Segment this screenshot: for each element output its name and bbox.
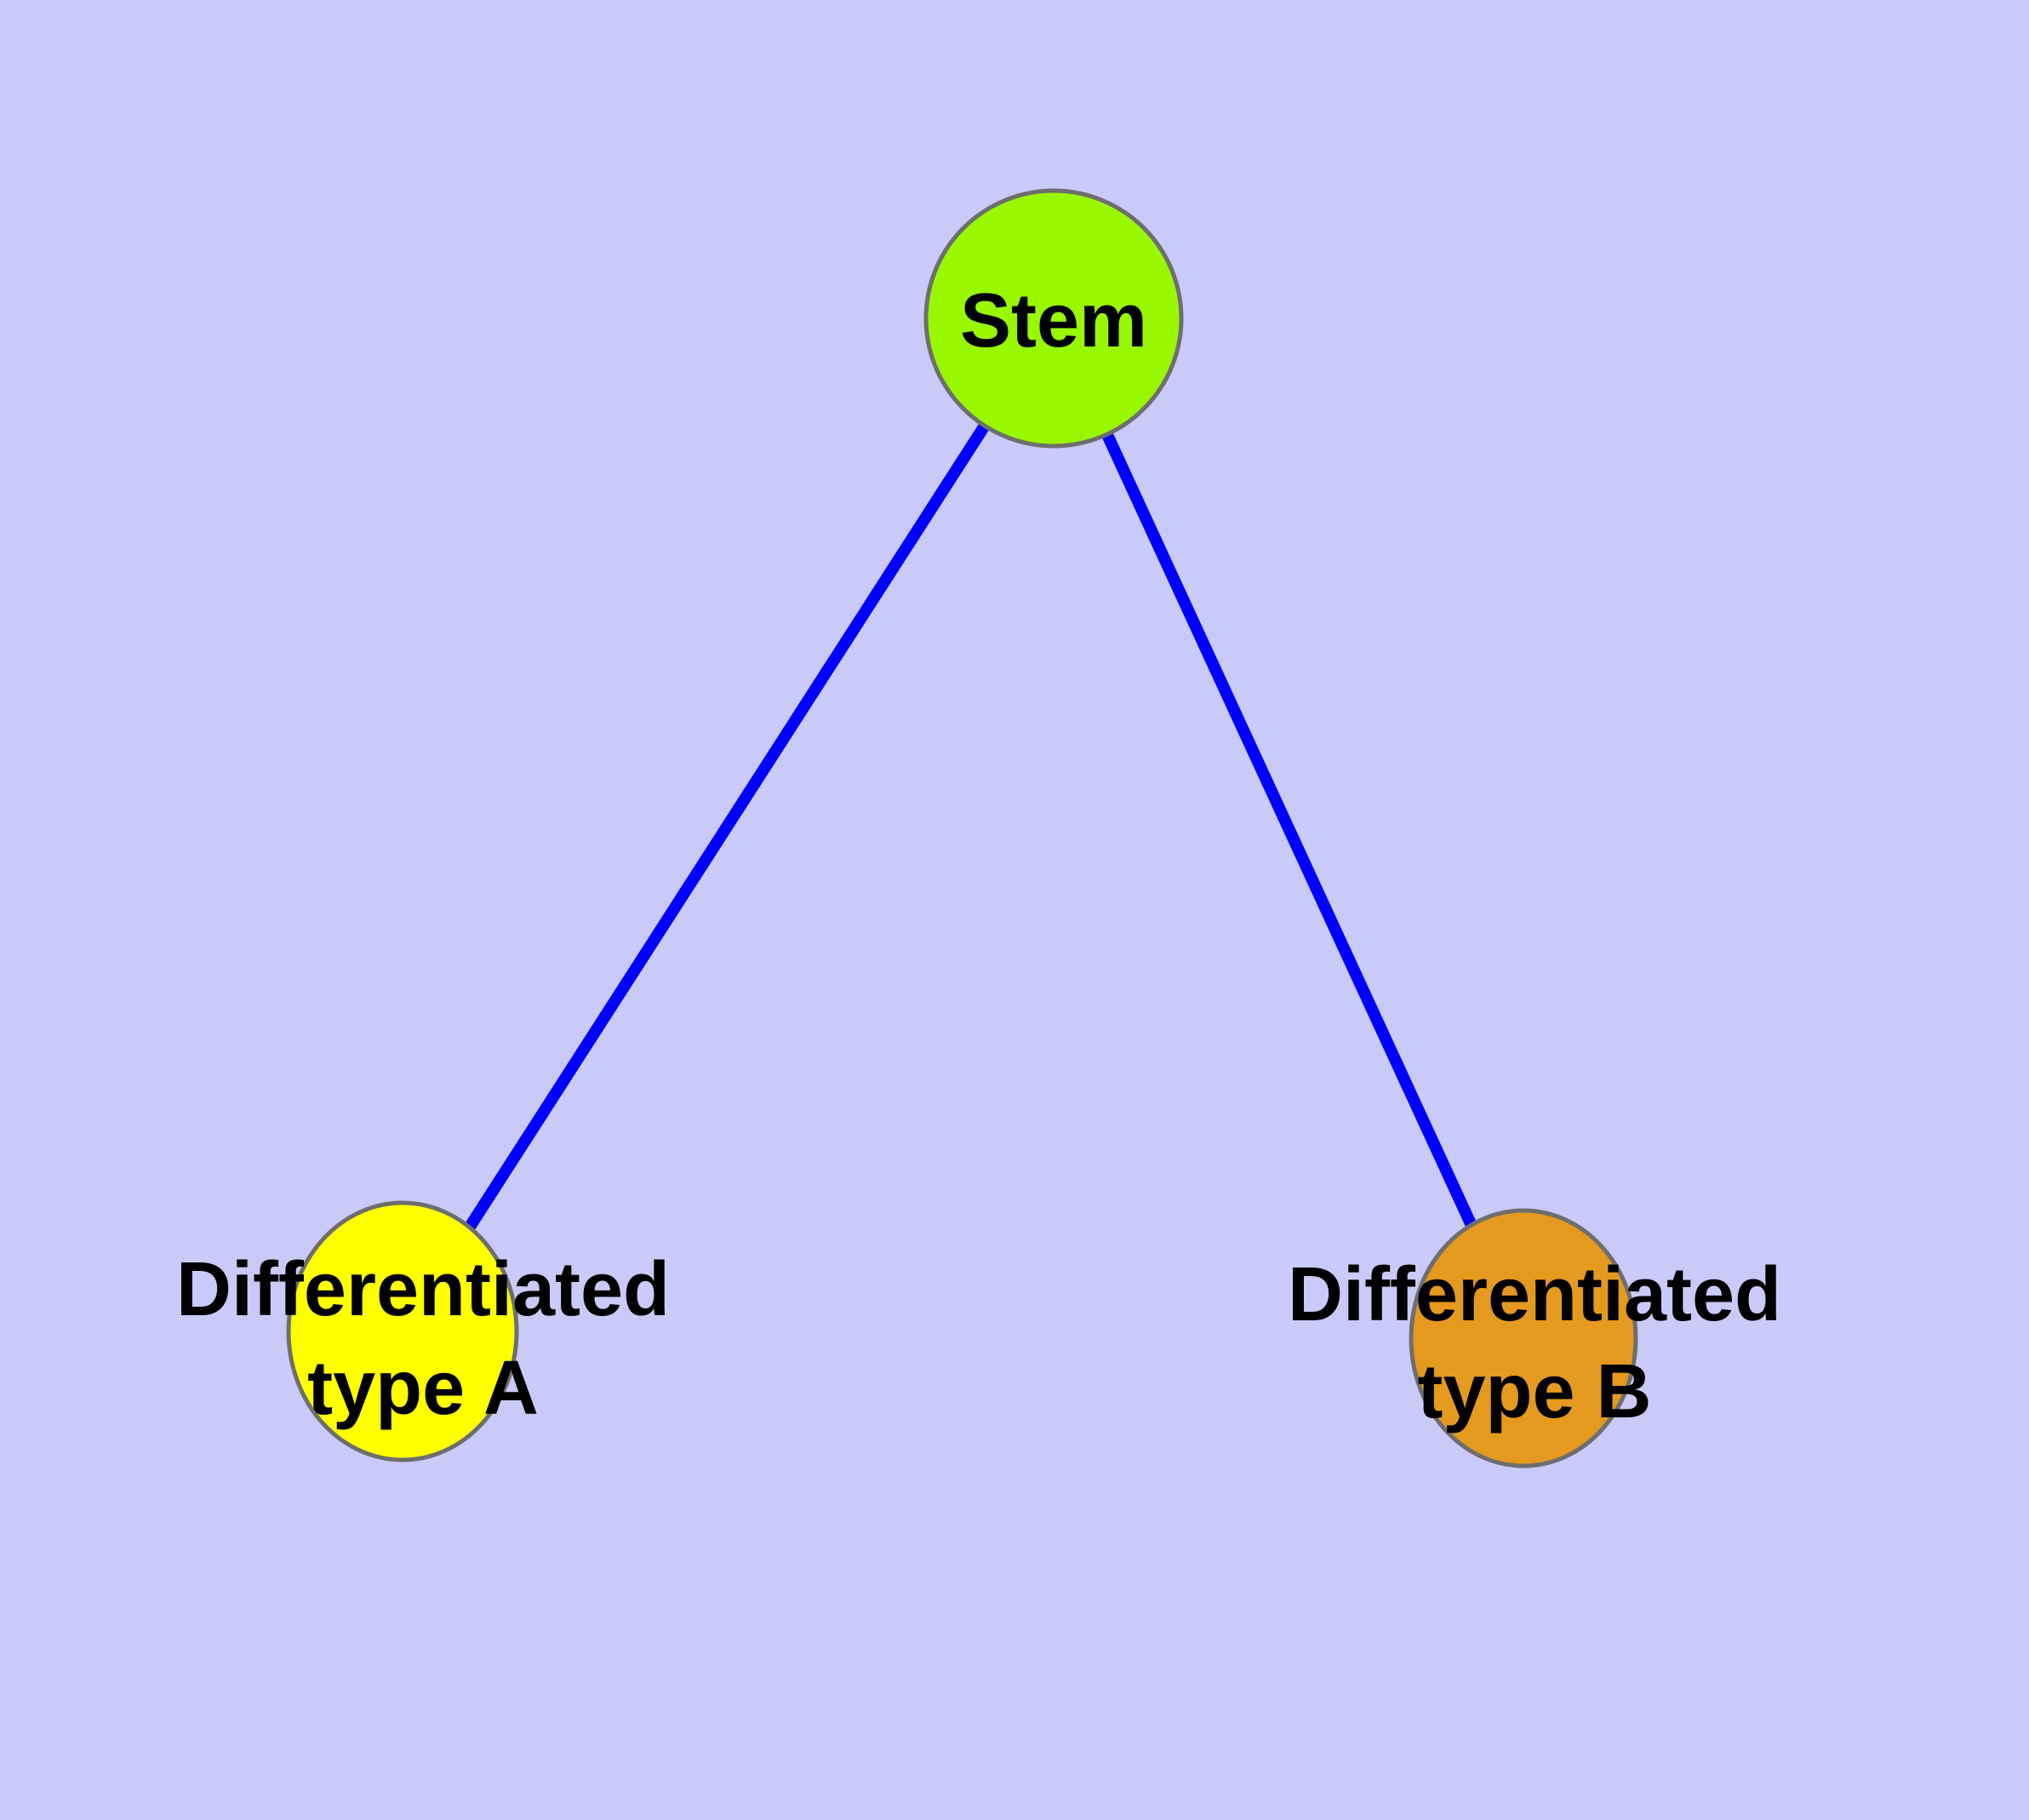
node-stem-label: Stem — [960, 278, 1147, 363]
node-differentiated-type-b-label-line1: Differentiated — [1288, 1252, 1781, 1337]
edge-stem-to-differentiated-type-b — [1048, 316, 1529, 1341]
node-differentiated-type-b-label-line2: type B — [1417, 1349, 1651, 1434]
node-differentiated-type-a-label-line2: type A — [307, 1346, 539, 1431]
node-differentiated-type-b — [1409, 1208, 1638, 1468]
edge-stem-to-differentiated-type-a — [397, 315, 1059, 1335]
node-differentiated-type-a — [286, 1200, 519, 1462]
node-differentiated-type-a-label-line1: Differentiated — [176, 1247, 670, 1332]
node-stem — [923, 188, 1184, 449]
